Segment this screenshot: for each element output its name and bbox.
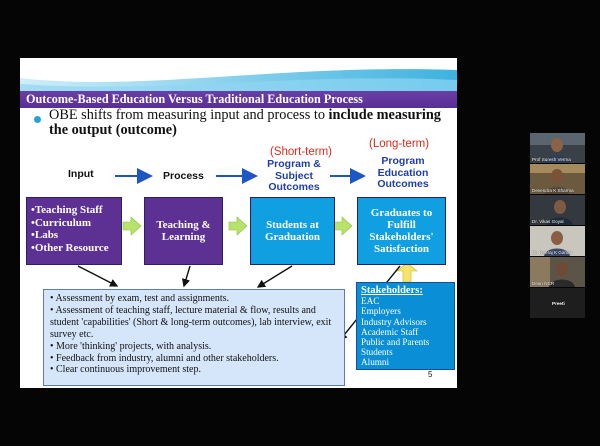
participant-name: Preeti <box>552 301 565 306</box>
participant-video <box>530 257 585 287</box>
slide-title-bar: Outcome-Based Education Versus Tradition… <box>20 91 457 108</box>
assessment-box: • Assessment by exam, test and assignmen… <box>43 289 345 386</box>
stakeholder-item: Industry Advisors <box>361 316 427 327</box>
input-item: •Other Resource <box>31 241 109 254</box>
participant-tile[interactable]: Dr. Neeraj K Gahlot <box>530 226 585 256</box>
participant-tile[interactable]: Dr. Vikas Goyal <box>530 195 585 225</box>
program-subject-outcomes: Program & Subject Outcomes <box>262 158 326 194</box>
green-arrow-1 <box>122 216 142 236</box>
program-education-outcomes: Program Education Outcomes <box>370 155 436 191</box>
arrow-teaching-assess <box>181 265 191 288</box>
students-graduation-text: Students at Graduation <box>264 219 320 243</box>
long-term-label: (Long-term) <box>369 138 430 150</box>
stakeholder-item: Students <box>361 347 393 358</box>
stage-input-label: Input <box>68 168 94 180</box>
participant-tile[interactable]: Dean NCR <box>530 257 585 287</box>
students-graduation-box: Students at Graduation <box>250 197 335 265</box>
participant-video <box>530 195 585 225</box>
teaching-learning-box: Teaching & Learning <box>144 197 223 265</box>
participant-name: Dean NCR <box>532 281 555 286</box>
input-item: •Teaching Staff <box>31 204 103 216</box>
stakeholder-item: Alumni <box>361 357 390 368</box>
pso-line-1: Program & <box>267 158 321 170</box>
participant-video <box>530 226 585 256</box>
inputs-box: •Teaching Staff •Curriculum •Labs •Other… <box>26 197 122 265</box>
input-item: •Curriculum <box>31 216 92 229</box>
graduates-text: Graduates to Fulfill Stakeholders' Satis… <box>369 207 434 255</box>
short-term-label: (Short-term) <box>270 146 332 158</box>
stakeholders-title: Stakeholders: <box>361 285 423 296</box>
assessment-item: • Assessment of teaching staff, lecture … <box>50 304 332 340</box>
participant-name: Devendra K Sharma <box>532 188 574 193</box>
participant-name: Dr. Vikas Goyal <box>532 219 564 224</box>
green-arrow-2 <box>228 216 248 236</box>
participant-video <box>530 133 585 163</box>
teaching-learning-text: Teaching & Learning <box>156 219 211 243</box>
assessment-item: • Feedback from industry, alumni and oth… <box>50 352 279 364</box>
slide-header-wave <box>20 58 457 92</box>
main-bullet: OBE shifts from measuring input and proc… <box>49 108 449 138</box>
participant-tile[interactable]: Preeti <box>530 288 585 318</box>
graduates-box: Graduates to Fulfill Stakeholders' Satis… <box>357 197 446 265</box>
arrow-students-assess <box>256 265 293 288</box>
peo-line-3: Outcomes <box>377 178 429 190</box>
participant-video <box>530 164 585 194</box>
stakeholder-item: Employers <box>361 306 401 317</box>
stakeholder-item: Academic Staff <box>361 326 419 337</box>
assessment-item: • Assessment by exam, test and assignmen… <box>50 293 230 304</box>
stakeholder-item: EAC <box>361 296 380 307</box>
yellow-up-arrow <box>396 262 418 283</box>
pso-line-2: Subject <box>275 169 313 182</box>
arrow-input-assess <box>77 265 119 287</box>
bullet-normal-text: OBE shifts from measuring input and proc… <box>49 107 329 123</box>
participant-name: Prof Suresh Verma <box>532 157 571 162</box>
bullet-bold-text: include measuring the output (outcome) <box>49 107 441 138</box>
stakeholder-item: Public and Parents <box>361 337 430 348</box>
assessment-item: • More 'thinking' projects, with analysi… <box>50 340 212 352</box>
peo-line-2: Education <box>377 166 429 179</box>
pso-line-3: Outcomes <box>268 181 320 193</box>
stakeholders-box: Stakeholders: EAC Employers Industry Adv… <box>356 282 455 370</box>
peo-line-1: Program <box>381 155 425 167</box>
assessment-item: • Clear continuous improvement step. <box>50 364 201 376</box>
participant-name: Dr. Neeraj K Gahlot <box>532 250 572 255</box>
green-arrow-3 <box>333 216 353 236</box>
slide-page-number: 5 <box>428 370 433 379</box>
presentation-slide: Outcome-Based Education Versus Tradition… <box>20 58 457 388</box>
stage-process-label: Process <box>163 170 204 182</box>
slide-title: Outcome-Based Education Versus Tradition… <box>26 92 363 106</box>
input-item: •Labs <box>31 229 59 241</box>
flow-arrows <box>77 168 418 342</box>
participant-tile[interactable]: Devendra K Sharma <box>530 164 585 194</box>
bullet-dot <box>34 116 41 123</box>
participant-tile[interactable]: Prof Suresh Verma <box>530 133 585 163</box>
